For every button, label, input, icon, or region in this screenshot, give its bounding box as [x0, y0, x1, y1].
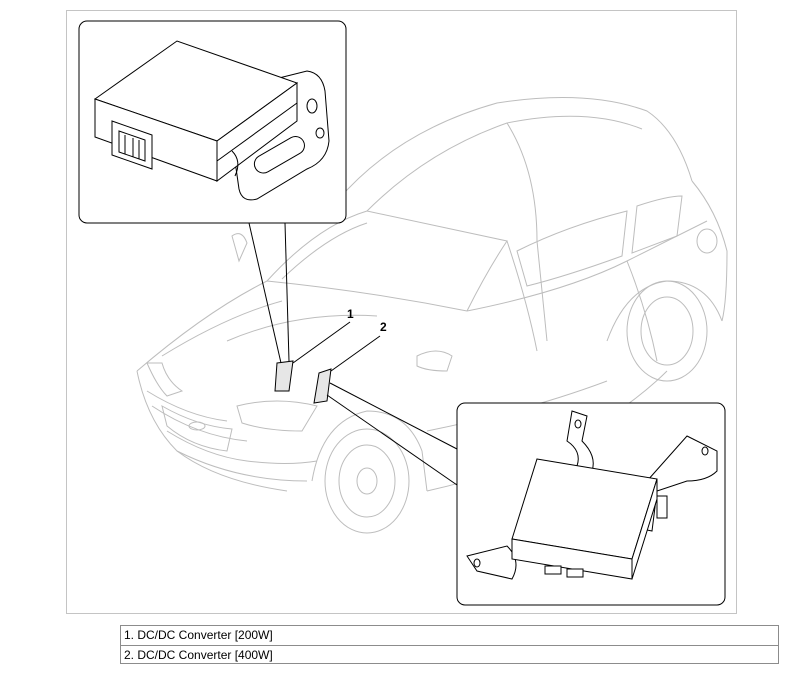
- component-marker-2: [313, 368, 332, 404]
- legend-item-2: 2. DC/DC Converter [400W]: [121, 645, 778, 664]
- vehicle-diagram: 1 2: [78, 20, 728, 606]
- inset-converter-400w: [456, 402, 726, 606]
- inset-converter-200w: [78, 20, 347, 224]
- zoom-lines: [248, 222, 458, 486]
- component-marker-1: [274, 360, 294, 392]
- legend-item-1: 1. DC/DC Converter [200W]: [124, 628, 273, 642]
- callout-number-2: 2: [380, 320, 387, 334]
- legend-table: 1. DC/DC Converter [200W] 2. DC/DC Conve…: [120, 625, 779, 664]
- callout-number-1: 1: [347, 307, 354, 321]
- figure-frame: 1 2: [66, 10, 737, 614]
- callout-leaders: [292, 321, 381, 372]
